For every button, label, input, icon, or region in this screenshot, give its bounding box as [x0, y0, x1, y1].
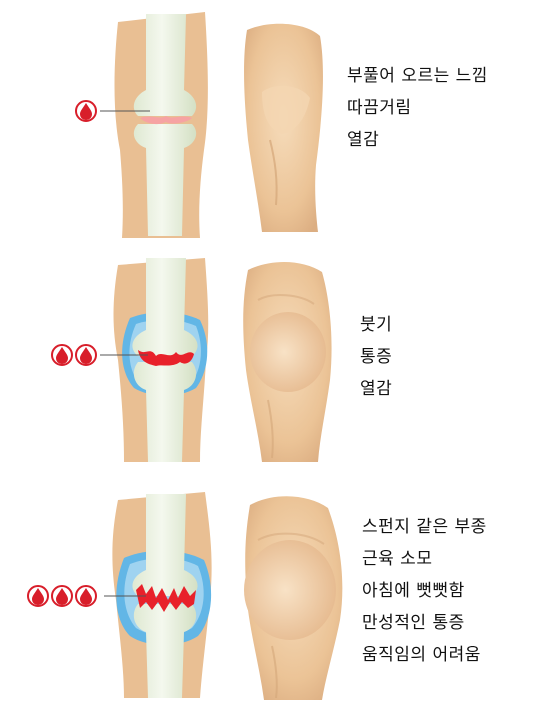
symptom-label: 스펀지 같은 부종	[362, 511, 487, 543]
stage-1-knee-exterior	[244, 24, 323, 232]
stage-2-knee-exterior	[243, 262, 331, 462]
stage-3-joint-cross-section	[104, 492, 212, 698]
symptom-label: 열감	[360, 373, 392, 405]
symptom-label: 붓기	[360, 309, 392, 341]
stage-3-knee-exterior	[244, 496, 342, 700]
severity-drop-1-1	[76, 101, 96, 121]
symptom-label: 만성적인 통증	[362, 607, 487, 639]
severity-drop-2-1	[52, 345, 72, 365]
symptom-label: 따끔거림	[347, 92, 488, 124]
symptom-label: 통증	[360, 341, 392, 373]
severity-drop-3-3	[76, 586, 96, 606]
severity-drop-3-2	[52, 586, 72, 606]
severity-drop-2-2	[76, 345, 96, 365]
symptom-label: 움직임의 어려움	[362, 639, 487, 671]
symptom-label: 근육 소모	[362, 543, 487, 575]
stage-3-symptom-list: 스펀지 같은 부종 근육 소모 아침에 뻣뻣함 만성적인 통증 움직임의 어려움	[362, 511, 487, 671]
severity-drop-3-1	[28, 586, 48, 606]
symptom-label: 열감	[347, 124, 488, 156]
symptom-label: 부풀어 오르는 느낌	[347, 60, 488, 92]
stage-1-symptom-list: 부풀어 오르는 느낌 따끔거림 열감	[347, 60, 488, 156]
stage-1-joint-cross-section	[100, 12, 208, 238]
symptom-label: 아침에 뻣뻣함	[362, 575, 487, 607]
stage-2-symptom-list: 붓기 통증 열감	[360, 309, 392, 405]
stage-2-joint-cross-section	[100, 258, 208, 462]
